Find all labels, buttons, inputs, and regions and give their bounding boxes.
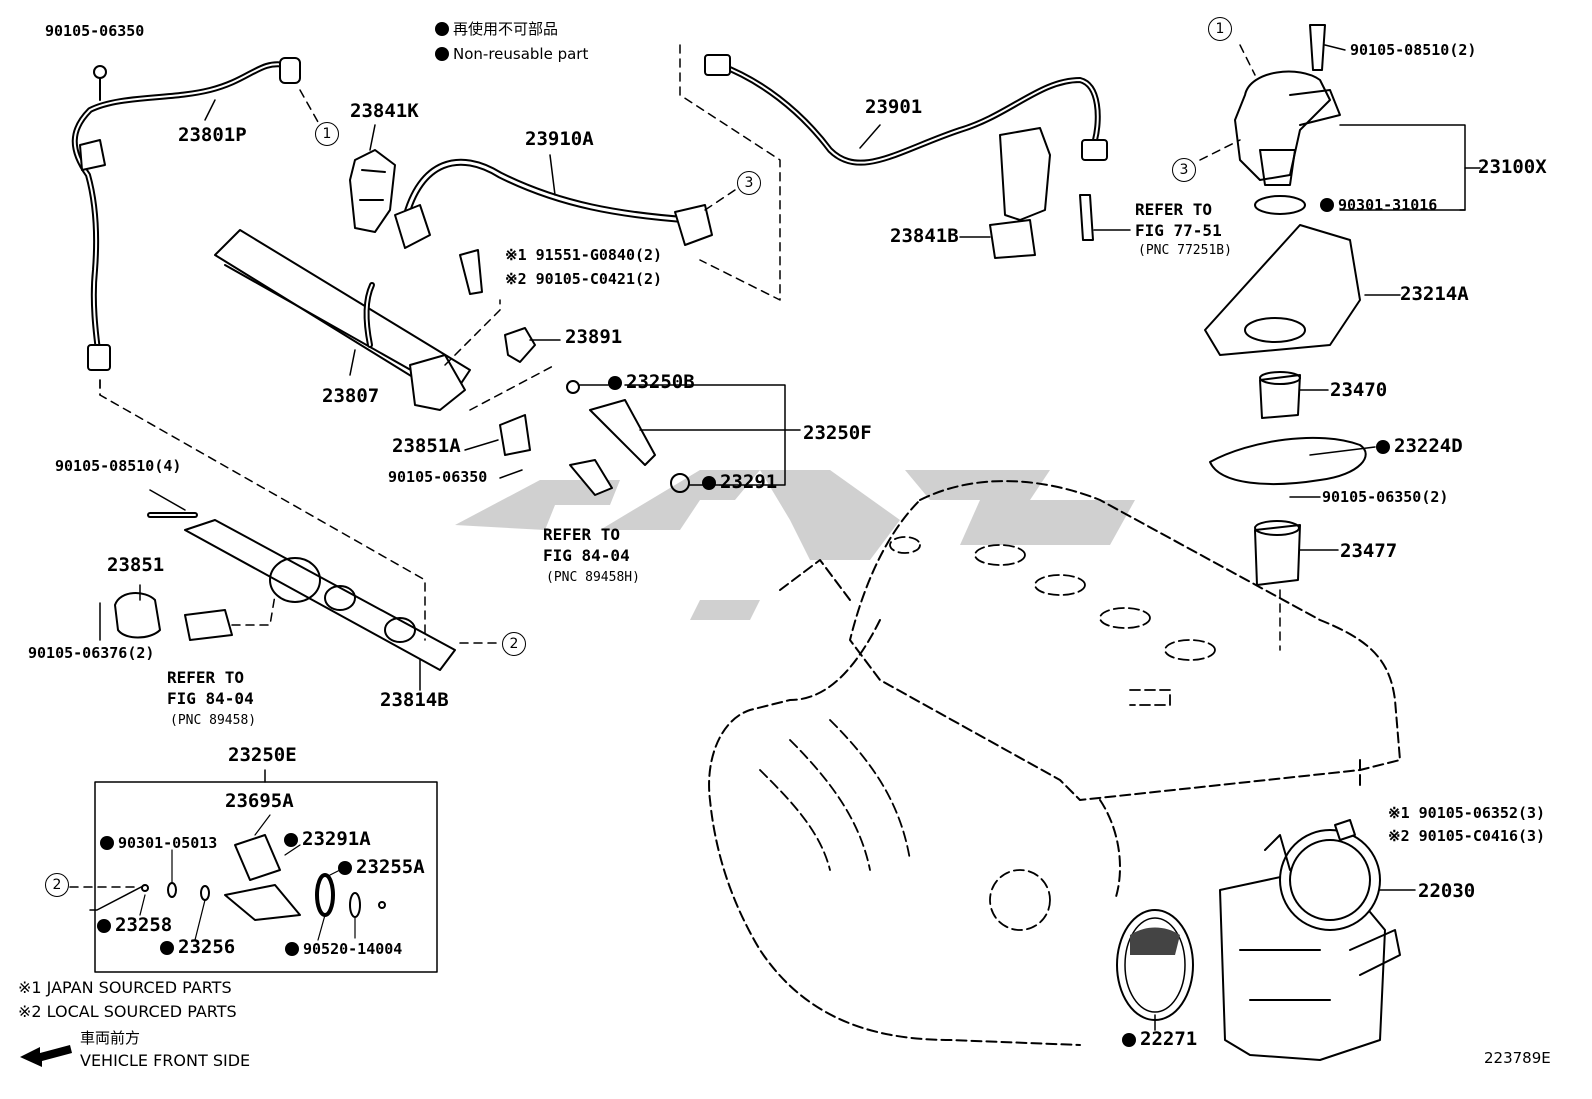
part-label: 23291A [284,830,371,849]
engine-outline [708,480,1401,1046]
pump-23100x [1234,70,1331,181]
vehicle-front-jp: 車両前方 [80,1029,141,1047]
part-label: 23841K [350,100,419,122]
refer-note: FIG 84-04 [543,546,630,565]
figure-id: 223789E [1484,1049,1551,1067]
refer-note: (PNC 89458) [170,713,257,728]
part-label: 23470 [1330,379,1388,401]
sensor-23841b [999,127,1051,221]
callout-2: 2 [502,632,526,656]
part-label: 22030 [1418,880,1476,902]
part-label: 23910A [525,128,594,150]
gasket-23224d [1209,436,1367,485]
part-label: 90301-05013 [100,836,217,851]
part-label: 23841B [890,225,959,247]
part-label: 23291 [702,473,777,492]
refer-note: FIG 77-51 [1135,221,1222,240]
part-label: 90105-06350 [45,22,145,40]
bracket-23851a [499,414,531,456]
part-label: 23891 [565,326,623,348]
watermark [455,470,1135,620]
refer-note: REFER TO [543,525,621,544]
part-label: 23695A [225,790,294,812]
part-23851 [114,592,161,639]
nonreusable-dot-icon [435,22,449,36]
part-label: 23255A [338,858,425,877]
refer-note: (PNC 77251B) [1138,243,1232,258]
part-label: 23100X [1478,156,1547,178]
delivery-pipe-23814b [184,519,456,671]
part-label: 90105-06350(2) [1322,488,1449,506]
part-label: ※1 90105-06352(3) [1388,804,1546,822]
part-label: 23214A [1400,283,1469,305]
nonreusable-dot-icon [1320,198,1334,212]
kit-box-23250e [94,781,438,973]
nonreusable-dot-icon [97,919,111,933]
part-label: 90105-06376(2) [28,644,155,662]
part-label: 23807 [322,385,380,407]
nonreusable-dot-icon [338,861,352,875]
part-label: ※1 91551-G0840(2) [505,246,663,264]
vehicle-front-en: VEHICLE FRONT SIDE [80,1051,251,1070]
callout-2: 2 [45,873,69,897]
part-label: 23477 [1340,540,1398,562]
part-label: 90301-31016 [1320,198,1437,213]
part-label: 90520-14004 [285,942,402,957]
nonreusable-dot-icon [435,47,449,61]
nonreusable-dot-icon [100,836,114,850]
legend-nonreusable-jp: 再使用不可部品 [435,22,558,37]
part-label: 23851 [107,554,165,576]
injector-23250f [589,399,656,466]
throttle-body-22030 [1219,819,1416,1061]
nonreusable-dot-icon [285,942,299,956]
nonreusable-dot-icon [1376,440,1390,454]
pipe-23801p [71,61,288,368]
part-label: 90105-08510(4) [55,457,182,475]
part-label: 23801P [178,124,247,146]
callout-3: 3 [737,171,761,195]
part-23470 [1259,374,1301,419]
callout-3: 3 [1172,158,1196,182]
part-23477 [1254,524,1301,586]
bracket-23214a [1204,224,1361,356]
part-label: 23258 [97,916,172,935]
part-label: 23851A [392,435,461,457]
part-label: ※2 90105-C0421(2) [505,270,663,288]
part-label: 23250F [803,422,872,444]
note-local-sourced: ※2 LOCAL SOURCED PARTS [18,1002,237,1021]
refer-note: (PNC 89458H) [546,570,640,585]
gasket-22271 [1116,909,1194,1031]
part-23891 [504,327,536,363]
part-label: ※2 90105-C0416(3) [1388,827,1546,845]
part-label: 90105-08510(2) [1350,41,1477,59]
part-label: 23256 [160,938,235,957]
nonreusable-dot-icon [702,476,716,490]
nonreusable-dot-icon [160,941,174,955]
hose-23910a [401,158,694,224]
part-label: 23901 [865,96,923,118]
refer-note: REFER TO [1135,200,1213,219]
callout-1: 1 [315,122,339,146]
part-label: 22271 [1122,1030,1197,1049]
refer-note: REFER TO [167,668,245,687]
delivery-pipe-23807 [214,229,471,401]
nonreusable-dot-icon [1122,1033,1136,1047]
part-label: 23224D [1376,437,1463,456]
legend-nonreusable-en: Non-reusable part [435,47,588,62]
sensor-23841k [349,149,396,233]
front-arrow [20,1045,72,1067]
part-label: 23250E [228,744,297,766]
note-japan-sourced: ※1 JAPAN SOURCED PARTS [18,978,232,997]
part-label: 23814B [380,689,449,711]
nonreusable-dot-icon [608,376,622,390]
refer-note: FIG 84-04 [167,689,254,708]
part-label: 90105-06350 [388,468,488,486]
callout-1: 1 [1208,17,1232,41]
nonreusable-dot-icon [284,833,298,847]
part-label: 23250B [608,373,695,392]
